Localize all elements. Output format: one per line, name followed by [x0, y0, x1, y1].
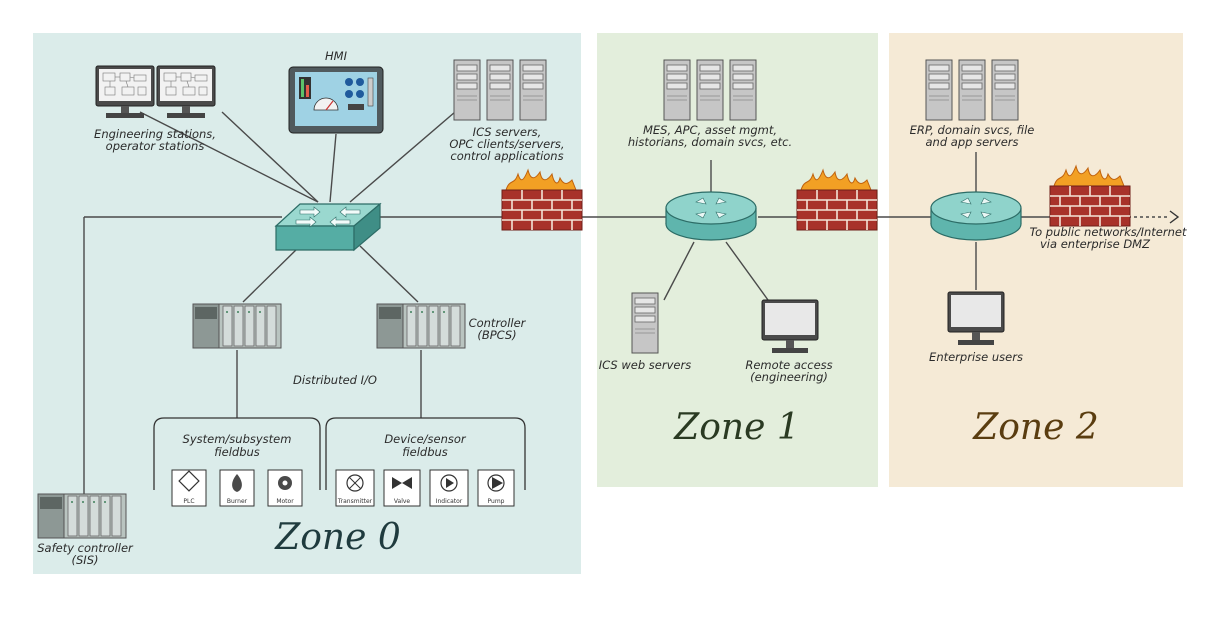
public-net-label-1: To public networks/Internet: [1030, 225, 1187, 239]
system-fieldbus: System/subsystem fieldbus: [153, 417, 321, 490]
svg-text:Valve: Valve: [394, 498, 411, 505]
plc-device: PLC: [171, 469, 207, 507]
device-fieldbus-label-2: fieldbus: [402, 445, 448, 459]
remote-access-label-1: Remote access: [745, 358, 832, 372]
server-rack-icon: [696, 59, 724, 121]
engineering-stations: Engineering stations, operator stations: [94, 65, 216, 153]
server-rack-icon: [519, 59, 547, 121]
zone-0-title: Zone 0: [274, 517, 401, 558]
ics-servers-label-1: ICS servers,: [473, 125, 542, 139]
erp-servers: ERP, domain svcs, file and app servers: [910, 59, 1035, 149]
controller-rack-icon: [376, 303, 466, 349]
ics-web-servers: ICS web servers: [599, 292, 691, 372]
hmi-panel-icon: [288, 66, 384, 134]
device-fieldbus: Device/sensor fieldbus: [325, 417, 526, 490]
server-rack-icon: [631, 292, 659, 354]
safety-controller-label-1: Safety controller: [37, 541, 134, 555]
controller-label-1: Controller: [469, 316, 527, 330]
public-network-note: To public networks/Internet via enterpri…: [1030, 225, 1187, 251]
eng-stations-label-1: Engineering stations,: [94, 127, 216, 141]
ics-servers-label-2: OPC clients/servers,: [449, 137, 564, 151]
router-icon: [930, 191, 1022, 241]
server-rack-icon: [729, 59, 757, 121]
zone-2-title: Zone 2: [972, 407, 1099, 448]
mes-label-1: MES, APC, asset mgmt,: [643, 123, 777, 137]
indicator-device: Indicator: [429, 469, 469, 507]
remote-access: Remote access (engineering): [745, 299, 833, 384]
mes-label-2: historians, domain svcs, etc.: [628, 135, 792, 149]
erp-label-1: ERP, domain svcs, file: [910, 123, 1035, 137]
svg-text:Transmitter: Transmitter: [337, 498, 373, 505]
server-rack-icon: [453, 59, 481, 121]
system-fieldbus-label-1: System/subsystem: [183, 432, 292, 446]
controllers: Controller (BPCS) Distributed I/O: [192, 303, 527, 387]
svg-text:PLC: PLC: [183, 498, 194, 505]
hmi-label: HMI: [325, 49, 348, 63]
ics-web-label: ICS web servers: [599, 358, 691, 372]
server-rack-icon: [958, 59, 986, 121]
valve-device: Valve: [383, 469, 421, 507]
burner-device: Burner: [219, 469, 255, 507]
server-rack-icon: [925, 59, 953, 121]
enterprise-users: Enterprise users: [929, 291, 1023, 364]
field-devices: PLC Burner Motor Transmitter Valve I: [171, 469, 515, 507]
server-rack-icon: [486, 59, 514, 121]
controller-rack-icon: [37, 493, 127, 539]
router-icon: [665, 191, 757, 241]
pump-device: Pump: [477, 469, 515, 507]
svg-text:Burner: Burner: [227, 498, 248, 505]
network-switch-icon: [274, 202, 382, 252]
controller-rack-icon: [192, 303, 282, 349]
erp-label-2: and app servers: [926, 135, 1019, 149]
device-fieldbus-label-1: Device/sensor: [384, 432, 467, 446]
public-net-label-2: via enterprise DMZ: [1040, 237, 1151, 251]
server-rack-icon: [991, 59, 1019, 121]
safety-controller-label-2: (SIS): [72, 553, 99, 567]
motor-device: Motor: [267, 469, 303, 507]
ics-servers: ICS servers, OPC clients/servers, contro…: [449, 59, 565, 163]
mes-servers: MES, APC, asset mgmt, historians, domain…: [628, 59, 792, 149]
ics-servers-label-3: control applications: [450, 149, 563, 163]
safety-controller: Safety controller (SIS): [37, 493, 134, 567]
svg-text:Pump: Pump: [488, 498, 505, 505]
eng-stations-label-2: operator stations: [106, 139, 205, 153]
remote-access-label-2: (engineering): [750, 370, 828, 384]
network-links: [83, 111, 1170, 494]
hmi: HMI: [288, 49, 384, 134]
zone-1-title: Zone 1: [673, 407, 800, 448]
server-rack-icon: [663, 59, 691, 121]
enterprise-users-label: Enterprise users: [929, 350, 1023, 364]
transmitter-device: Transmitter: [335, 469, 375, 507]
svg-text:Motor: Motor: [276, 498, 294, 505]
controller-label-2: (BPCS): [477, 328, 516, 342]
distributed-io-label: Distributed I/O: [293, 373, 377, 387]
system-fieldbus-label-2: fieldbus: [214, 445, 260, 459]
internet-arrow-icon: [1169, 210, 1180, 224]
svg-text:Indicator: Indicator: [436, 498, 463, 505]
